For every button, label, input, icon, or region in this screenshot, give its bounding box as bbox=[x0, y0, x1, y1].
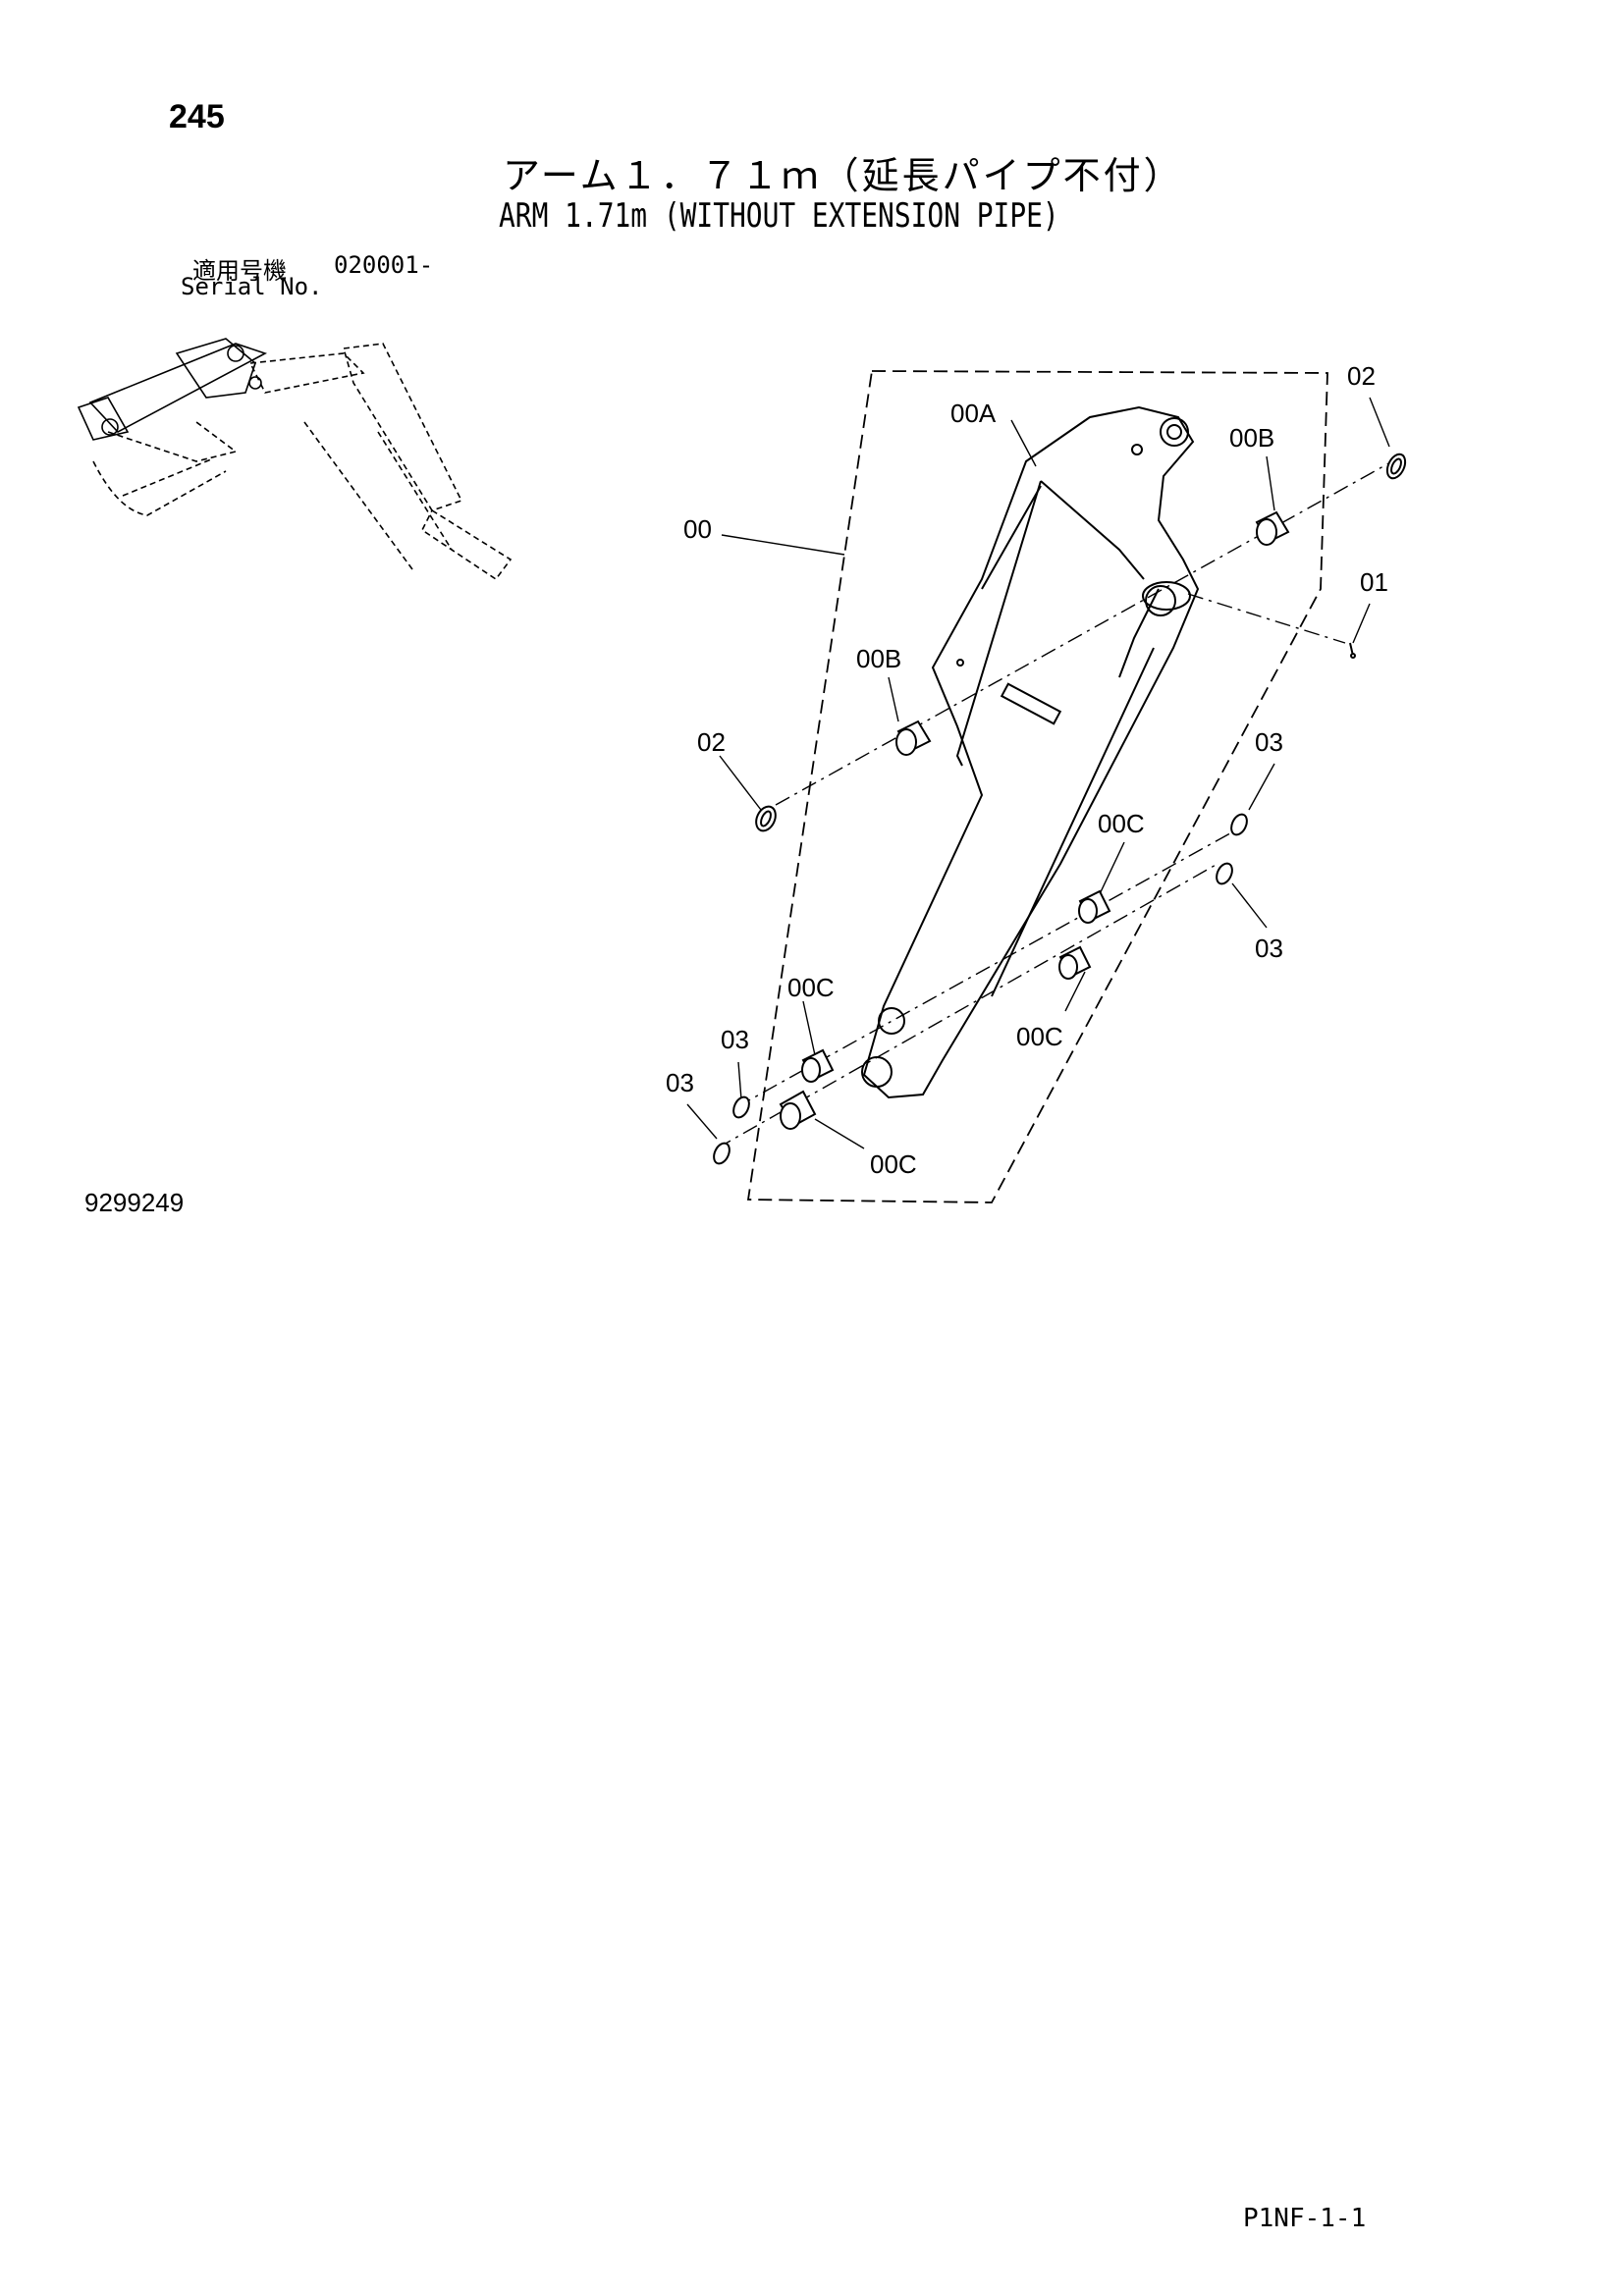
callout-labels: 02 00A 00B 01 00 00B 02 03 00C 03 00C 00… bbox=[666, 361, 1388, 1179]
overview-thumbnail bbox=[77, 338, 513, 581]
arm-body bbox=[861, 405, 1200, 1099]
callout-03-left-upper: 03 bbox=[721, 1025, 749, 1054]
page-number: 245 bbox=[169, 98, 225, 135]
o-ring-02-lower bbox=[755, 805, 777, 832]
callout-02-lower: 02 bbox=[697, 727, 726, 757]
bushing-00C-left-lower bbox=[779, 1090, 817, 1130]
o-ring-03-right-upper bbox=[1230, 813, 1248, 836]
o-ring-03-left-upper bbox=[732, 1095, 750, 1119]
callout-00: 00 bbox=[683, 514, 712, 544]
callout-00C-left-lower: 00C bbox=[870, 1149, 917, 1179]
page-title-japanese: アーム１．７１ｍ（延長パイプ不付） bbox=[503, 154, 1184, 197]
leader-lines bbox=[686, 397, 1390, 1149]
serial-label-japanese: 適用号機 bbox=[192, 257, 287, 285]
callout-03-right-lower: 03 bbox=[1255, 934, 1283, 963]
serial-value: 020001- bbox=[334, 251, 434, 279]
callout-00C-right-lower: 00C bbox=[1016, 1022, 1063, 1051]
o-ring-03-left-lower bbox=[713, 1142, 731, 1165]
callout-00A: 00A bbox=[950, 399, 997, 428]
o-ring-03-right-lower bbox=[1216, 862, 1233, 885]
callout-02-upper: 02 bbox=[1347, 361, 1376, 391]
document-number: 9299249 bbox=[84, 1188, 185, 1217]
bushing-00C-left-upper bbox=[801, 1048, 835, 1083]
bushing-00B-upper bbox=[1255, 510, 1290, 546]
page-title-english: ARM 1.71m (WITHOUT EXTENSION PIPE) bbox=[499, 196, 1059, 236]
callout-00B-lower: 00B bbox=[856, 644, 901, 673]
bushing-00C-right-upper bbox=[1078, 889, 1111, 924]
bushing-00B-lower bbox=[895, 720, 932, 756]
callout-03-right-upper: 03 bbox=[1255, 727, 1283, 757]
callout-00B-upper: 00B bbox=[1229, 423, 1274, 453]
o-ring-02-upper bbox=[1385, 453, 1407, 480]
reference-code: P1NF-1-1 bbox=[1243, 2204, 1367, 2233]
callout-03-left-lower: 03 bbox=[666, 1068, 694, 1097]
callout-01: 01 bbox=[1360, 567, 1388, 597]
pin-01 bbox=[1349, 642, 1356, 659]
assembly-boundary bbox=[746, 370, 1328, 1203]
serial-label-english: Serial No. bbox=[181, 273, 323, 300]
bushing-00C-right-lower bbox=[1058, 945, 1092, 980]
callout-00C-right-upper: 00C bbox=[1098, 809, 1145, 838]
callout-00C-left-upper: 00C bbox=[787, 973, 835, 1002]
parts bbox=[713, 453, 1407, 1165]
